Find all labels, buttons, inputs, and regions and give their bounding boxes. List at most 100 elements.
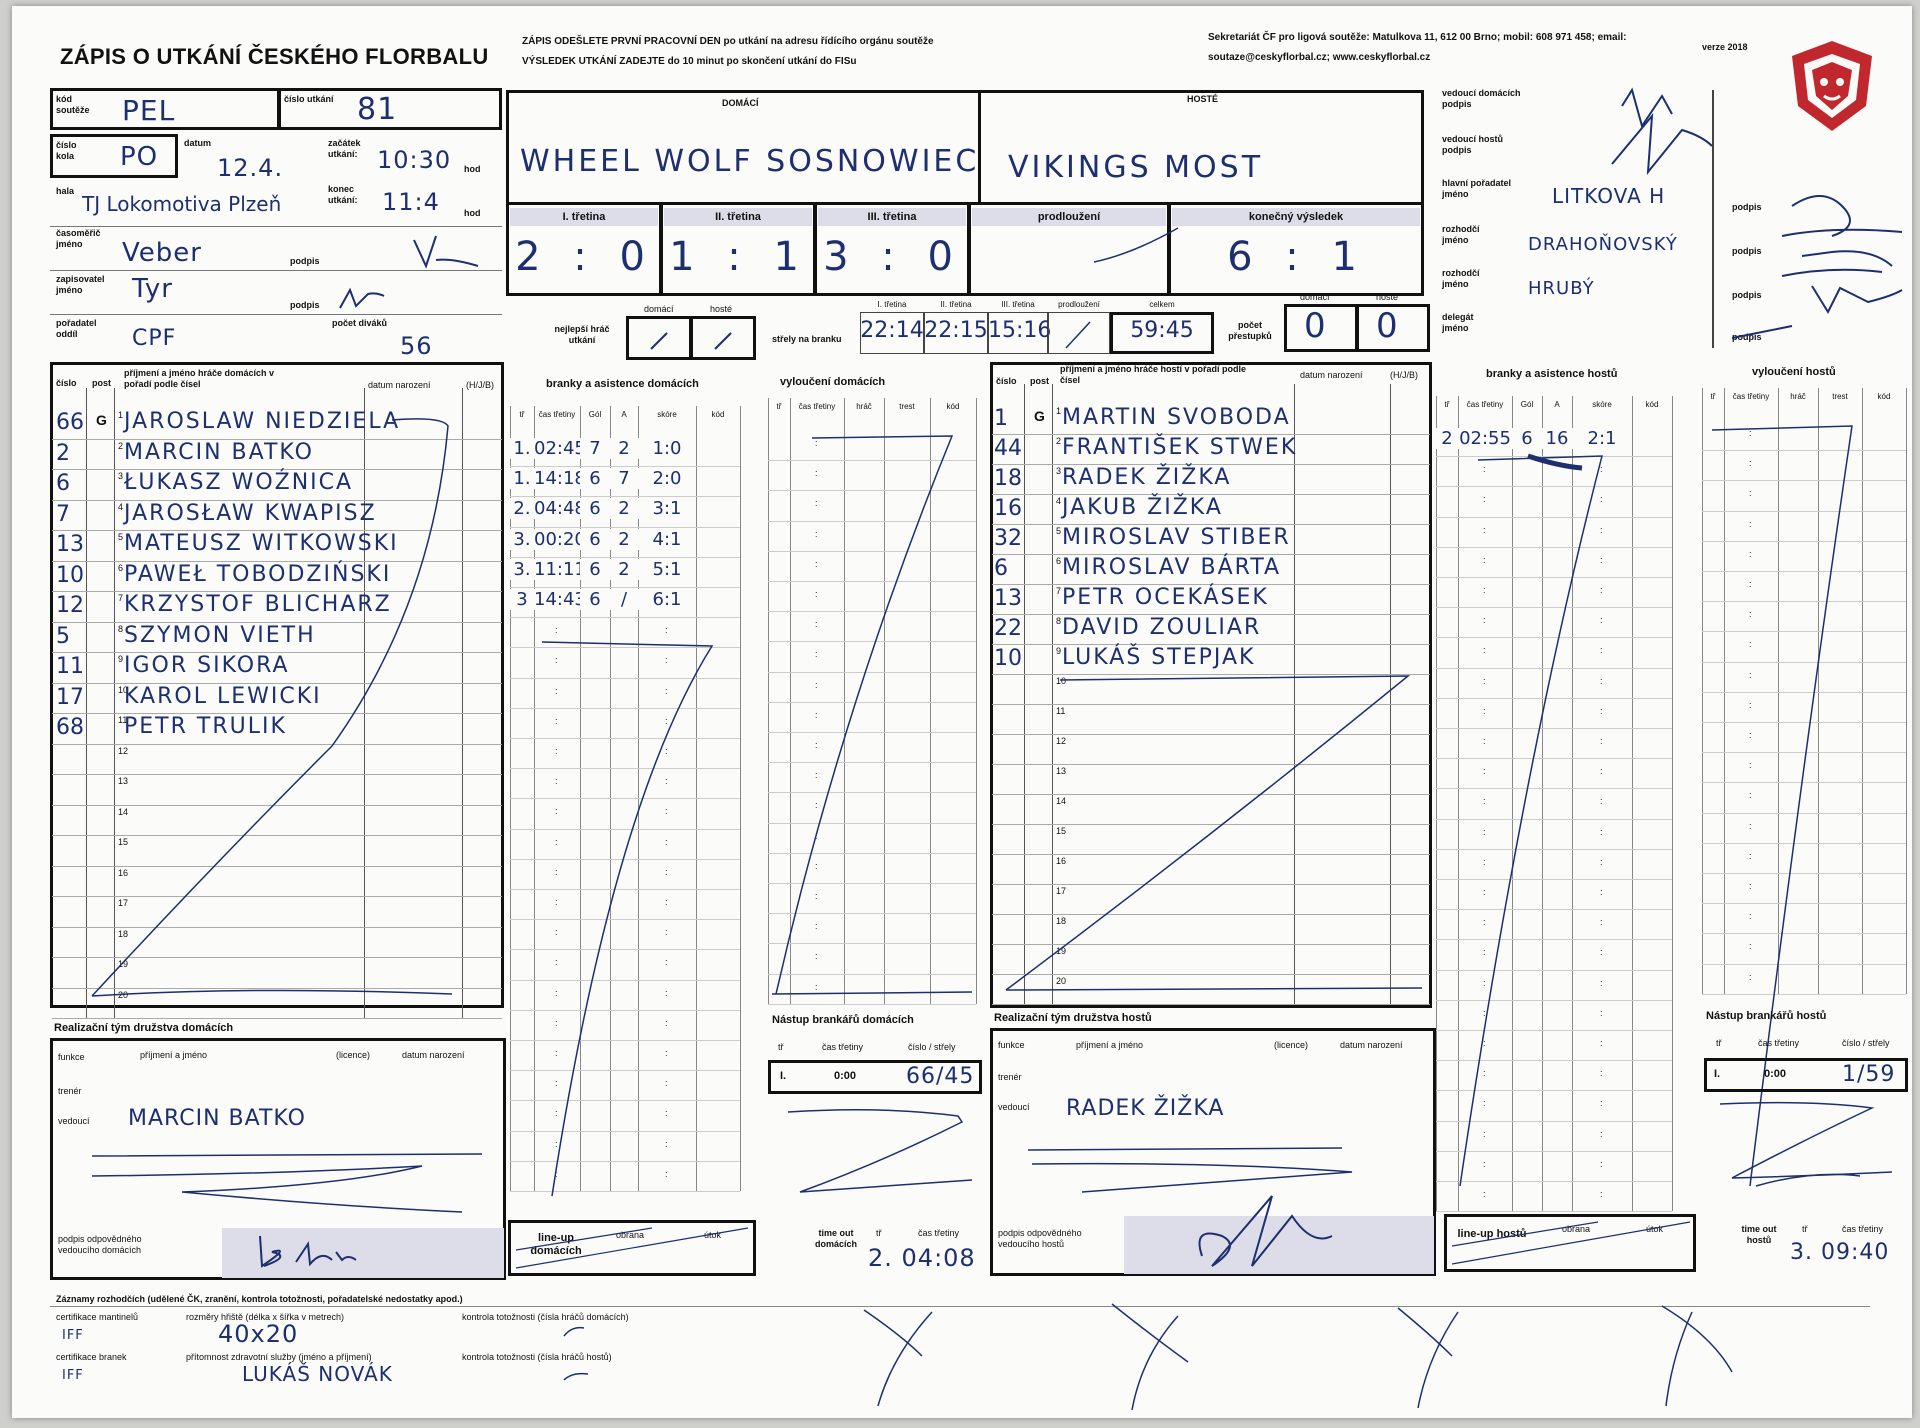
away-staff-h-jmeno: příjmení a jméno	[1076, 1040, 1144, 1050]
penalties-row-line	[768, 490, 976, 492]
goal-cell: 6:1	[638, 589, 696, 610]
penalties-col-line	[844, 398, 845, 1004]
goals-row-line	[510, 1130, 740, 1132]
prodlouzeni-strike	[1092, 224, 1182, 264]
shots-cell	[988, 312, 1048, 354]
goals-row-colon: :	[1483, 1098, 1486, 1109]
player-name: MATEUSZ WITKOWSKI	[124, 531, 399, 556]
roster-row-number: 13	[1056, 766, 1067, 776]
goals-row-line	[1436, 546, 1672, 548]
penalties-row-line	[768, 943, 976, 945]
penalties-row-colon: :	[815, 589, 818, 599]
goals-row-colon: :	[1600, 585, 1603, 595]
away-goalies-h-cislo: číslo / střely	[1842, 1038, 1890, 1048]
roster-row-line	[992, 794, 1430, 795]
konec-label: konec utkání:	[328, 184, 358, 205]
casomeric-label: časoměřič jméno	[56, 228, 101, 249]
shots-cell	[924, 312, 988, 354]
penalties-col-line	[1906, 388, 1907, 994]
player-name: RADEK ŽIŽKA	[1062, 465, 1232, 490]
best-player-away-box	[690, 316, 756, 360]
roster-row-number: 2	[118, 440, 124, 451]
podpis-label-3: podpis	[1732, 290, 1762, 300]
goals-row-colon: :	[555, 1078, 558, 1089]
penalties-row-colon: :	[1749, 518, 1752, 529]
roster-row-line	[52, 438, 502, 440]
roster-row-line	[52, 469, 502, 470]
goals-row-line	[510, 677, 740, 679]
away-timeout-t-label: tř	[1802, 1224, 1808, 1234]
penalties-row-colon: :	[815, 860, 818, 871]
goals-row-colon: :	[555, 685, 558, 696]
best-player-domaci-label: domácí	[644, 304, 674, 314]
roster-row-number: 19	[118, 959, 129, 969]
roster-row-number: 8	[1056, 616, 1062, 626]
player-name: PETR OCEKÁSEK	[1062, 585, 1269, 610]
roster-col-line	[114, 388, 115, 1018]
goals-row-colon: :	[1483, 856, 1486, 867]
roster-row-number: 15	[118, 837, 129, 847]
goals-col-line	[1672, 396, 1673, 1212]
goals-row-colon: :	[1483, 1038, 1486, 1048]
player-number: 22	[994, 616, 1022, 641]
roster-row-number: 5	[1056, 526, 1062, 536]
goals-row-colon: :	[555, 1138, 558, 1149]
goals-row-colon: :	[1483, 887, 1486, 897]
zapisovatel-signature	[339, 287, 385, 309]
goals-row-line	[510, 587, 740, 588]
goals-header: Gól	[588, 410, 602, 419]
goals-row-line	[1436, 788, 1672, 790]
home-staff-trener: trenér	[58, 1086, 82, 1096]
player-name: PAWEŁ TOBODZIŃSKI	[124, 561, 392, 587]
roster-row-number: 3	[118, 471, 124, 481]
roster-row-number: 7	[1056, 586, 1062, 596]
secretariat-line2: soutaze@ceskyflorbal.cz; www.ceskyflorba…	[1208, 52, 1431, 63]
goals-row-colon: :	[665, 957, 668, 968]
penalties-row-line	[1702, 480, 1906, 482]
roster-row-line	[52, 804, 502, 806]
score-cell	[970, 204, 1170, 294]
goals-row-colon: :	[555, 1017, 558, 1028]
score-cell-value: 1 : 1	[669, 234, 809, 280]
goal-cell: 6	[580, 558, 610, 580]
kontrola-host-label: kontrola totožnosti (čísla hráčů hostů)	[462, 1352, 612, 1362]
home-goalies-title: Nástup brankářů domácích	[772, 1014, 914, 1026]
player-number: 6	[56, 471, 70, 496]
kolo-label: číslo kola	[56, 140, 77, 161]
player-number: 32	[994, 526, 1022, 551]
roster-row-line	[52, 957, 502, 958]
penalties-row-line	[768, 822, 976, 824]
penalties-row-colon: :	[815, 528, 818, 539]
penalties-col-line	[884, 398, 885, 1004]
domaci-team-name: WHEEL WOLF SOSNOWIEC	[520, 144, 980, 179]
penalties-row-colon: :	[815, 679, 818, 690]
shots-cell	[1048, 312, 1110, 354]
penalties-header: trest	[899, 402, 915, 411]
roster-row-number: 6	[1056, 556, 1062, 566]
roster-row-number: 9	[1056, 646, 1062, 656]
goal-cell: 6	[580, 498, 610, 520]
roster-col-line	[86, 388, 87, 1018]
player-post: G	[96, 412, 107, 428]
score-cell	[508, 204, 662, 294]
domaci-header: DOMÁCÍ	[722, 98, 759, 108]
penalties-row-line	[1702, 993, 1906, 995]
roster-row-line	[992, 524, 1430, 525]
penalties-row-colon: :	[1749, 548, 1752, 559]
home-lineup-box	[508, 1220, 756, 1276]
roster-row-line	[992, 974, 1430, 975]
away-goalies-title: Nástup brankářů hostů	[1706, 1010, 1827, 1022]
roster-row-number: 18	[118, 928, 129, 939]
goals-row-line	[1436, 1030, 1672, 1031]
score-cell	[816, 204, 970, 294]
away-lineup-crossout	[1451, 1221, 1691, 1265]
shots-header: II. třetina	[940, 300, 972, 309]
goals-row-line	[1436, 728, 1672, 729]
roster-row-line	[992, 704, 1430, 705]
roster-row-line	[992, 944, 1430, 945]
rozhodci1-label: rozhodčí jméno	[1442, 224, 1480, 245]
home-goalies-crossout	[787, 1109, 973, 1193]
penalties-col-line	[1818, 388, 1819, 994]
kolo-field	[50, 134, 178, 178]
roster-row-line	[52, 530, 502, 531]
